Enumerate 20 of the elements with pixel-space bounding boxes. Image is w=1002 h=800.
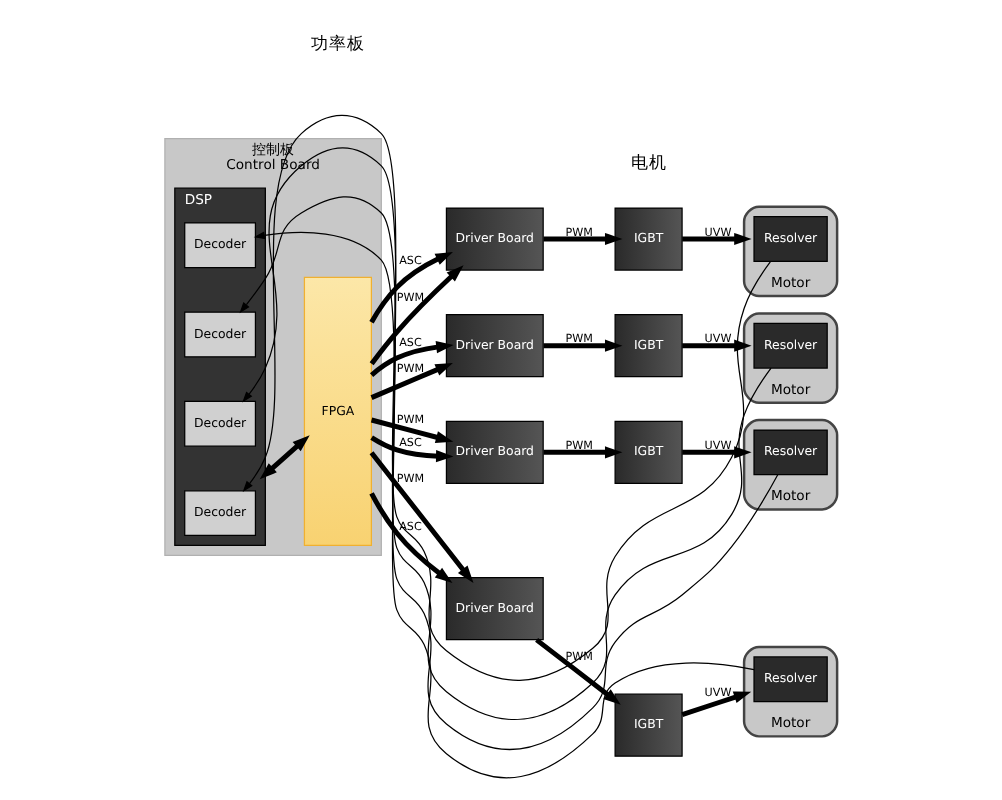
arrow <box>535 637 621 705</box>
arrow <box>369 265 464 366</box>
arrow <box>543 446 623 459</box>
arrow <box>369 451 474 583</box>
arrow <box>370 363 453 400</box>
arrow <box>370 435 454 463</box>
arrow <box>259 435 310 480</box>
arrow <box>543 232 623 246</box>
label: 电机 <box>630 153 667 174</box>
arrow <box>682 232 752 246</box>
arrow <box>543 339 623 352</box>
label: 功率板 <box>310 34 365 55</box>
arrow <box>369 492 453 584</box>
arrow <box>682 339 752 352</box>
arrow <box>253 231 755 779</box>
arrow <box>370 341 454 377</box>
arrow <box>682 446 752 459</box>
arrow <box>681 691 752 717</box>
arrow <box>370 417 454 444</box>
arrow <box>369 251 453 324</box>
